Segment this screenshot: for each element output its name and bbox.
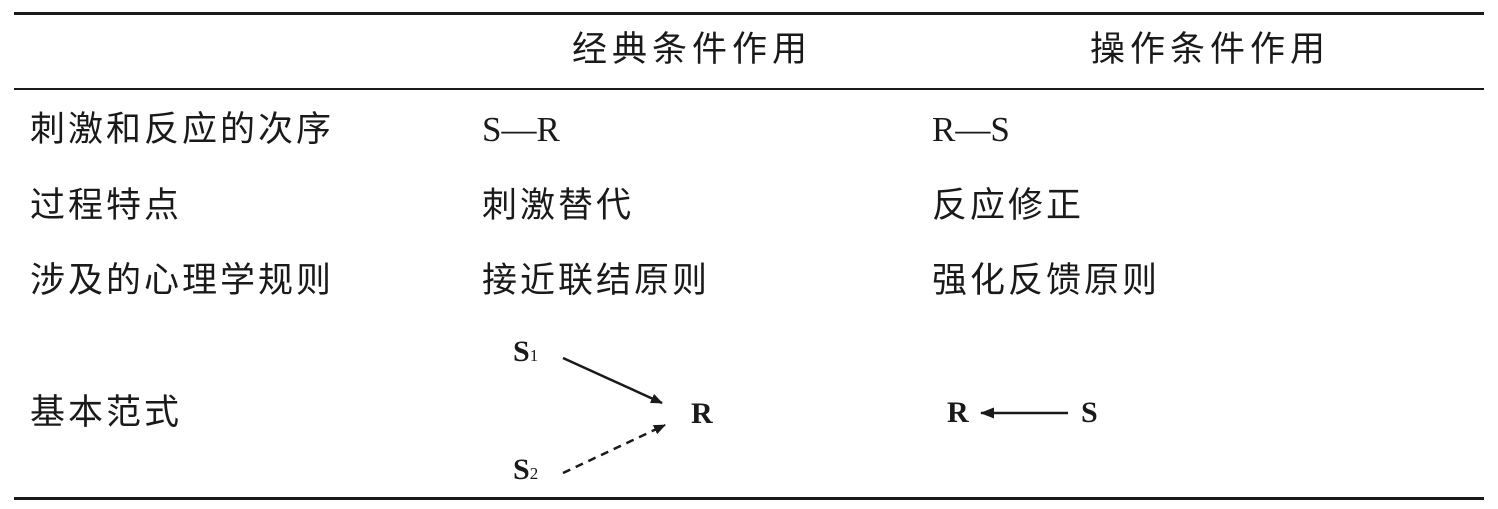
operant-stimulus-s: S xyxy=(1081,396,1098,429)
header-classical-conditioning: 经典条件作用 xyxy=(572,30,813,70)
table-top-rule xyxy=(14,12,1484,15)
s2-to-r-dashed-arrow xyxy=(562,423,666,475)
stimulus-s1: S1 xyxy=(513,335,539,368)
stimulus-s2: S2 xyxy=(513,453,539,486)
table-bottom-rule xyxy=(14,497,1484,500)
classical-paradigm-diagram: S1 S2 R xyxy=(505,325,735,495)
table-header-rule xyxy=(14,88,1484,90)
classical-process-value: 刺激替代 xyxy=(482,186,635,226)
row-label-sequence: 刺激和反应的次序 xyxy=(30,110,335,150)
row-label-principle: 涉及的心理学规则 xyxy=(30,261,335,301)
classical-principle-value: 接近联结原则 xyxy=(482,261,711,301)
operant-sequence-value: R—S xyxy=(932,110,1010,149)
operant-paradigm-diagram: R S xyxy=(945,390,1115,440)
operant-process-value: 反应修正 xyxy=(932,186,1085,226)
operant-paradigm-arrow xyxy=(980,407,1068,419)
s1-to-r-solid-arrow xyxy=(562,356,663,405)
classical-paradigm-arrows xyxy=(562,356,666,475)
response-r: R xyxy=(691,397,713,430)
row-label-paradigm: 基本范式 xyxy=(30,393,183,433)
header-operant-conditioning: 操作条件作用 xyxy=(1090,30,1331,70)
operant-response-r: R xyxy=(947,396,969,429)
operant-principle-value: 强化反馈原则 xyxy=(932,261,1161,301)
row-label-process: 过程特点 xyxy=(30,186,183,226)
classical-sequence-value: S—R xyxy=(482,110,560,149)
